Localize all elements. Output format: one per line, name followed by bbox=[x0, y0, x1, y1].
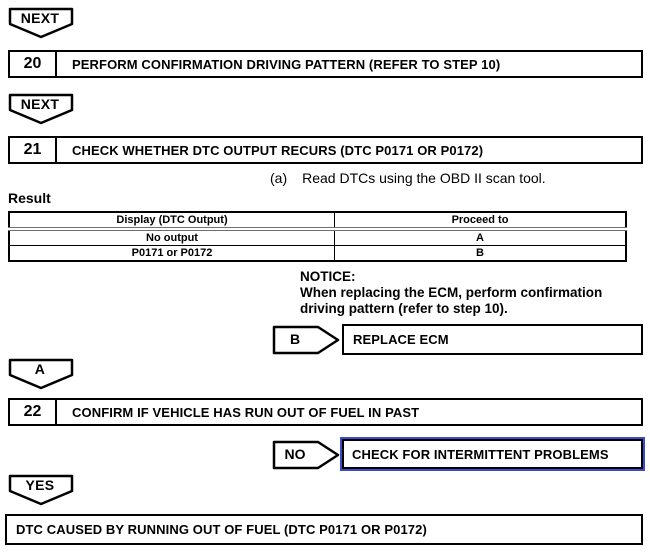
table-header-display: Display (DTC Output) bbox=[8, 211, 335, 231]
instruction-line: (a) Read DTCs using the OBD II scan tool… bbox=[270, 170, 546, 186]
down-connector-shape bbox=[8, 474, 74, 506]
connector-a-label: A bbox=[34, 361, 46, 377]
tag-no: NO bbox=[272, 440, 340, 470]
instruction-text: Read DTCs using the OBD II scan tool. bbox=[302, 170, 546, 186]
step-22-box: 22 CONFIRM IF VEHICLE HAS RUN OUT OF FUE… bbox=[8, 398, 643, 426]
table-cell-proceed: A bbox=[334, 228, 627, 246]
table-row: No output A bbox=[8, 228, 627, 246]
connector-next-top-label: NEXT bbox=[20, 10, 60, 26]
check-intermittent-label: CHECK FOR INTERMITTENT PROBLEMS bbox=[342, 439, 643, 469]
table-header-row: Display (DTC Output) Proceed to bbox=[8, 211, 627, 231]
table-row: P0171 or P0172 B bbox=[8, 245, 627, 262]
check-intermittent-link-box[interactable]: CHECK FOR INTERMITTENT PROBLEMS bbox=[340, 437, 645, 471]
result-label: Result bbox=[8, 190, 51, 206]
down-connector-shape bbox=[8, 7, 74, 39]
tag-b-label: B bbox=[289, 331, 301, 347]
step-20-number: 20 bbox=[10, 52, 57, 76]
table-header-proceed: Proceed to bbox=[334, 211, 627, 231]
step-21-title: CHECK WHETHER DTC OUTPUT RECURS (DTC P01… bbox=[72, 142, 484, 158]
connector-yes-label: YES bbox=[25, 477, 55, 493]
table-cell-display: P0171 or P0172 bbox=[8, 245, 335, 262]
right-arrow-shape bbox=[272, 440, 340, 470]
step-21-box: 21 CHECK WHETHER DTC OUTPUT RECURS (DTC … bbox=[8, 136, 643, 164]
tag-b: B bbox=[272, 325, 340, 355]
tag-no-label: NO bbox=[284, 446, 306, 462]
step-20-title: PERFORM CONFIRMATION DRIVING PATTERN (RE… bbox=[72, 56, 501, 72]
down-connector-shape bbox=[8, 93, 74, 125]
connector-next-top: NEXT bbox=[8, 7, 74, 39]
step-21-number: 21 bbox=[10, 138, 57, 162]
down-connector-shape bbox=[8, 358, 74, 390]
connector-next-mid-label: NEXT bbox=[20, 96, 60, 112]
connector-yes: YES bbox=[8, 474, 74, 506]
result-table: Display (DTC Output) Proceed to No outpu… bbox=[8, 211, 627, 262]
connector-next-mid: NEXT bbox=[8, 93, 74, 125]
right-arrow-shape bbox=[272, 325, 340, 355]
notice-label: NOTICE: bbox=[300, 269, 356, 284]
instruction-marker: (a) bbox=[270, 170, 288, 186]
fuel-dtc-outcome-box: DTC CAUSED BY RUNNING OUT OF FUEL (DTC P… bbox=[5, 514, 643, 545]
step-22-title: CONFIRM IF VEHICLE HAS RUN OUT OF FUEL I… bbox=[72, 404, 420, 420]
table-cell-display: No output bbox=[8, 228, 335, 246]
notice-line-2: driving pattern (refer to step 10). bbox=[300, 301, 508, 316]
notice-block: NOTICE: When replacing the ECM, perform … bbox=[300, 269, 602, 317]
connector-a: A bbox=[8, 358, 74, 390]
notice-line-1: When replacing the ECM, perform confirma… bbox=[300, 285, 603, 300]
step-22-number: 22 bbox=[10, 400, 57, 424]
table-cell-proceed: B bbox=[334, 245, 627, 262]
replace-ecm-box: REPLACE ECM bbox=[342, 324, 643, 355]
step-20-box: 20 PERFORM CONFIRMATION DRIVING PATTERN … bbox=[8, 50, 643, 78]
